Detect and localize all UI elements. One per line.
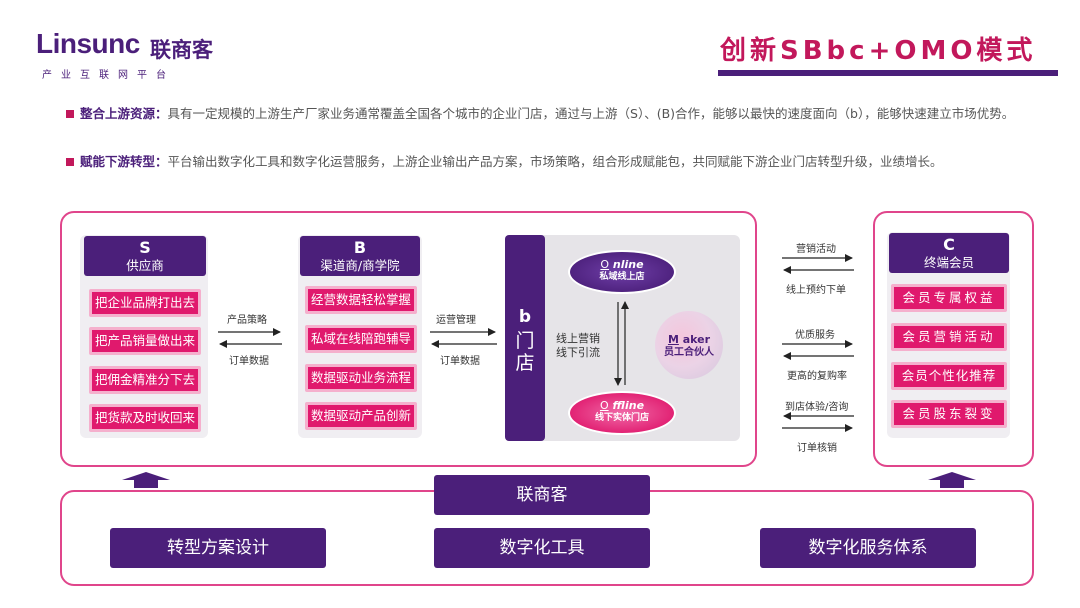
bullet-heading: 赋能下游转型： [80, 154, 168, 169]
member-header: C 终端会员 [889, 233, 1009, 273]
flow-label-repurchase: 更高的复购率 [787, 371, 847, 382]
member-item: 会员股东裂变 [891, 400, 1007, 428]
offline-ellipse: O ffline 线下实体门店 [568, 391, 676, 435]
flow-label-visit: 到店体验/咨询 [785, 402, 849, 413]
store-letter: b [518, 307, 532, 327]
online-label: O nline [570, 258, 674, 271]
channel-item: 私域在线陪跑辅导 [305, 325, 417, 353]
member-letter: C [943, 235, 955, 254]
maker-sub: 员工合伙人 [664, 347, 714, 358]
supplier-header: S 供应商 [84, 236, 206, 276]
store-flow-line2: 线下引流 [556, 346, 600, 359]
maker-word: aker [682, 333, 711, 346]
logo-wordmark: Linsunc [36, 28, 140, 59]
bullet-text: 平台输出数字化工具和数字化运营服务，上游企业输出产品方案，市场策略，组合形成赋能… [167, 154, 943, 169]
logo-tagline: 产业互联网平台 [42, 70, 175, 81]
channel-header: B 渠道商/商学院 [300, 236, 420, 276]
flow-label-product-strategy: 产品策略 [227, 315, 267, 326]
online-word: nline [612, 258, 644, 271]
online-sub: 私域线上店 [599, 272, 645, 282]
channel-item: 数据驱动产品创新 [305, 402, 417, 430]
channel-item: 经营数据轻松掌握 [305, 286, 417, 314]
store-flow-text: 线上营销 线下引流 [556, 332, 600, 360]
offline-word: ffline [612, 399, 645, 412]
logo-chinese-name: 联商客 [150, 38, 213, 62]
online-initial: O [600, 258, 610, 271]
flow-label-service: 优质服务 [795, 330, 835, 341]
channel-letter: B [353, 238, 367, 257]
bullet-heading: 整合上游资源： [80, 106, 168, 121]
bullet-square-icon [66, 157, 74, 166]
channel-item: 数据驱动业务流程 [305, 364, 417, 392]
offline-initial: O [599, 399, 609, 412]
main-flow-frame [60, 211, 757, 467]
store-name: 门店 [515, 330, 535, 374]
flow-label-booking: 线上预约下单 [786, 285, 846, 296]
supplier-name: 供应商 [126, 258, 164, 273]
channel-name: 渠道商/商学院 [320, 258, 400, 273]
supplier-item: 把货款及时收回来 [89, 404, 201, 432]
offline-sub: 线下实体门店 [594, 413, 649, 423]
member-item: 会员营销活动 [891, 323, 1007, 351]
page-title: 创新SBbc+OMO模式 [720, 36, 1037, 66]
store-flow-line1: 线上营销 [556, 332, 600, 345]
flow-label-order-data: 订单数据 [440, 356, 480, 367]
up-arrow-icon [928, 472, 976, 488]
flow-label-redemption: 订单核销 [797, 443, 837, 454]
platform-item-bar: 转型方案设计 [110, 528, 326, 568]
platform-item-bar: 数字化服务体系 [760, 528, 976, 568]
up-arrow-icon [122, 472, 170, 488]
member-item: 会员个性化推荐 [891, 362, 1007, 390]
bullet-empower-downstream: 赋能下游转型：平台输出数字化工具和数字化运营服务，上游企业输出产品方案，市场策略… [66, 152, 1016, 172]
maker-initial: M [667, 333, 679, 346]
supplier-item: 把产品销量做出来 [89, 327, 201, 355]
supplier-item: 把企业品牌打出去 [89, 289, 201, 317]
flow-label-order-data: 订单数据 [229, 356, 269, 367]
platform-name-bar: 联商客 [434, 475, 650, 515]
maker-circle: M aker 员工合伙人 [655, 311, 723, 379]
platform-item-bar: 数字化工具 [434, 528, 650, 568]
store-bar [505, 235, 545, 441]
member-frame [873, 211, 1034, 467]
flow-label-marketing: 营销活动 [796, 244, 836, 255]
bullet-text: 具有一定规模的上游生产厂家业务通常覆盖全国各个城市的企业门店，通过与上游（S）、… [167, 106, 1015, 121]
member-item: 会员专属权益 [891, 284, 1007, 312]
supplier-item: 把佣金精准分下去 [89, 366, 201, 394]
member-name: 终端会员 [923, 255, 974, 270]
online-ellipse: O nline 私域线上店 [568, 250, 676, 294]
maker-label: M aker [655, 333, 723, 346]
offline-label: O ffline [570, 399, 674, 412]
bullet-integrate-upstream: 整合上游资源：具有一定规模的上游生产厂家业务通常覆盖全国各个城市的企业门店，通过… [66, 104, 1016, 124]
bullet-square-icon [66, 109, 74, 118]
supplier-letter: S [139, 238, 151, 257]
flow-label-operations: 运营管理 [436, 315, 476, 326]
title-underline [718, 70, 1058, 76]
